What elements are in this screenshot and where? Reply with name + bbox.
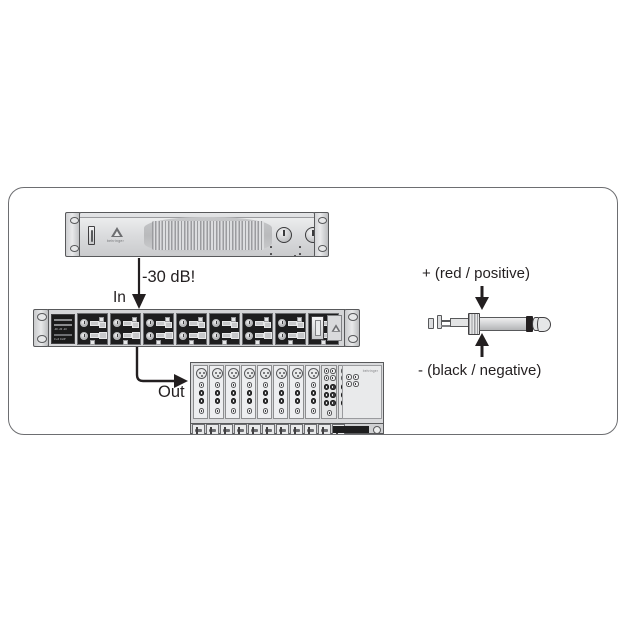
gain-note-label: -30 dB! (142, 268, 196, 286)
power-amplifier: behringer (65, 212, 329, 257)
mixer-channel-3[interactable] (225, 365, 240, 419)
mixer-output-knob[interactable] (373, 425, 381, 434)
mixer-channel-1[interactable] (193, 365, 208, 419)
amp-knob-channel-a[interactable] (276, 227, 292, 243)
mixing-console: behringer (190, 362, 384, 435)
power-switch[interactable] (88, 226, 95, 245)
mixer-top-panel: behringer (190, 362, 384, 424)
mixer-channel-7[interactable] (289, 365, 304, 419)
rack-logo-panel (327, 315, 342, 341)
xlr-input-jack[interactable] (291, 368, 303, 379)
amp-front-panel: behringer (79, 212, 315, 257)
plug-insulator-band (526, 316, 533, 332)
mixer-fader-8[interactable] (290, 424, 303, 435)
level-meter: -30 -20 -10 0 +6 CLIP (51, 314, 75, 344)
solder-lug-sleeve (428, 318, 434, 329)
xlr-input-jack[interactable] (211, 368, 223, 379)
input-label: In (113, 289, 126, 306)
amp-rack-ear-right (313, 212, 329, 257)
mixer-fader-3[interactable] (220, 424, 233, 435)
mixer-master-section[interactable]: behringer (342, 365, 382, 419)
mixer-fader-2[interactable] (206, 424, 219, 435)
plug-barrel (479, 317, 527, 331)
mixer-channel-6[interactable] (273, 365, 288, 419)
rack-screw-hole (69, 217, 79, 224)
xlr-input-jack[interactable] (243, 368, 255, 379)
quarter-inch-ts-plug (428, 312, 560, 336)
rack-screw-hole (37, 335, 47, 343)
mixer-fader-9[interactable] (304, 424, 317, 435)
mixer-channel-2[interactable] (209, 365, 224, 419)
mixer-fader-5[interactable] (248, 424, 261, 435)
mixer-bus-strip-1[interactable] (321, 365, 337, 419)
xlr-input-jack[interactable] (259, 368, 271, 379)
xlr-input-jack[interactable] (195, 368, 207, 379)
mixer-brand-label: behringer (362, 369, 378, 373)
rack-screw-hole (37, 313, 47, 321)
amp-knob-channel-b[interactable] (305, 227, 314, 243)
rack-power-switch[interactable] (311, 316, 324, 340)
rack-channel-6[interactable] (242, 313, 273, 345)
rack-channel-2[interactable] (110, 313, 141, 345)
rack-screw-hole (348, 335, 358, 343)
ventilation-grille-icon (152, 221, 264, 250)
rack-screw-hole (317, 217, 327, 224)
mixer-fader-6[interactable] (262, 424, 275, 435)
output-label: Out (158, 383, 185, 401)
rack-front-panel: -30 -20 -10 0 +6 CLIP (48, 309, 345, 347)
mixer-fader-4[interactable] (234, 424, 247, 435)
mixer-fader-7[interactable] (276, 424, 289, 435)
rack-channel-4[interactable] (176, 313, 207, 345)
rack-screw-hole (317, 245, 327, 252)
rack-screw-hole (69, 245, 79, 252)
mixer-fader-10[interactable] (318, 424, 331, 435)
behringer-logo-icon (331, 324, 341, 332)
solder-lug-tip (437, 315, 442, 329)
mixer-fader-1[interactable] (192, 424, 205, 435)
rack-channel-3[interactable] (143, 313, 174, 345)
rack-ear-left (33, 309, 49, 347)
xlr-input-jack[interactable] (307, 368, 319, 379)
behringer-wordmark: behringer (107, 239, 125, 243)
positive-terminal-label: + (red / positive) (422, 265, 530, 282)
rack-channel-7[interactable] (275, 313, 306, 345)
mixer-fader-row (190, 423, 384, 435)
mixer-channel-5[interactable] (257, 365, 272, 419)
mixer-channel-4[interactable] (241, 365, 256, 419)
amp-knob-a-scale (80, 233, 296, 256)
xlr-input-jack[interactable] (227, 368, 239, 379)
mixer-display-panel (333, 426, 369, 433)
rack-ear-right (344, 309, 360, 347)
behringer-logo-icon (111, 227, 123, 237)
eight-channel-rack-processor: -30 -20 -10 0 +6 CLIP (33, 309, 360, 347)
amp-knob-b-scale (80, 233, 301, 255)
rack-screw-hole (348, 313, 358, 321)
negative-terminal-label: - (black / negative) (418, 362, 542, 379)
rack-channel-5[interactable] (209, 313, 240, 345)
rack-channel-1[interactable] (77, 313, 108, 345)
plug-tip (537, 316, 551, 332)
mixer-channel-8[interactable] (305, 365, 320, 419)
xlr-input-jack[interactable] (275, 368, 287, 379)
